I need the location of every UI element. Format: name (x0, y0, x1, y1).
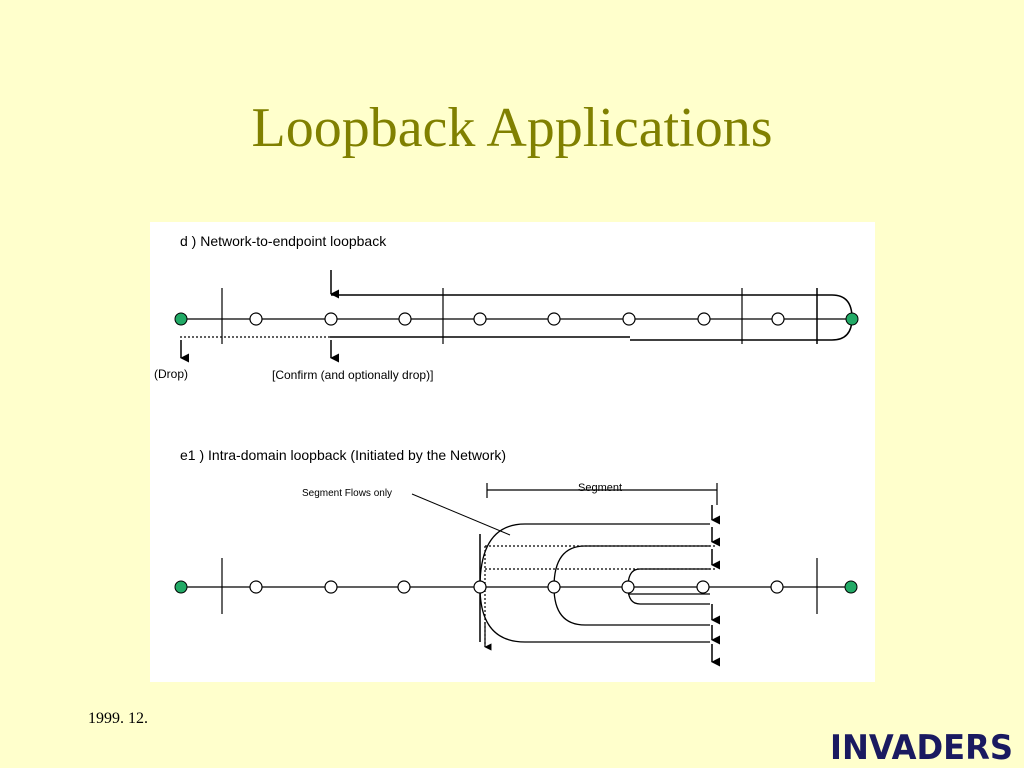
node (622, 312, 636, 326)
segment-label: Segment (578, 482, 622, 494)
node (249, 312, 263, 326)
node (249, 580, 263, 594)
slide-title: Loopback Applications (251, 97, 773, 159)
node (473, 580, 487, 594)
node (398, 312, 412, 326)
node (771, 312, 785, 326)
drop-label: (Drop) (154, 367, 188, 381)
node (324, 312, 338, 326)
confirm-label: [Confirm (and optionally drop)] (272, 368, 433, 382)
node (621, 580, 635, 594)
node (547, 312, 561, 326)
node (696, 580, 710, 594)
panel-e1-label: e1 ) Intra-domain loopback (Initiated by… (180, 447, 506, 463)
node (397, 580, 411, 594)
endpoint-node (174, 312, 188, 326)
segment-flows-pointer (411, 493, 511, 536)
node (770, 580, 784, 594)
panel-d-label: d ) Network-to-endpoint loopback (180, 233, 387, 249)
node (473, 312, 487, 326)
loop-arc-outer (479, 523, 710, 643)
node (324, 580, 338, 594)
segment-flows-label: Segment Flows only (302, 488, 392, 499)
endpoint-node (174, 580, 188, 594)
invaders-logo: INVADERS (830, 728, 1013, 764)
endpoint-node (844, 580, 858, 594)
endpoint-node (845, 312, 859, 326)
node (547, 580, 561, 594)
node (697, 312, 711, 326)
loopback-diagram-svg: d ) Network-to-endpoint loopback (Drop) … (154, 233, 859, 667)
logo-text: INVADERS (830, 728, 1013, 764)
footer-date: 1999. 12. (88, 710, 148, 727)
loopback-diagram: d ) Network-to-endpoint loopback (Drop) … (150, 222, 875, 682)
